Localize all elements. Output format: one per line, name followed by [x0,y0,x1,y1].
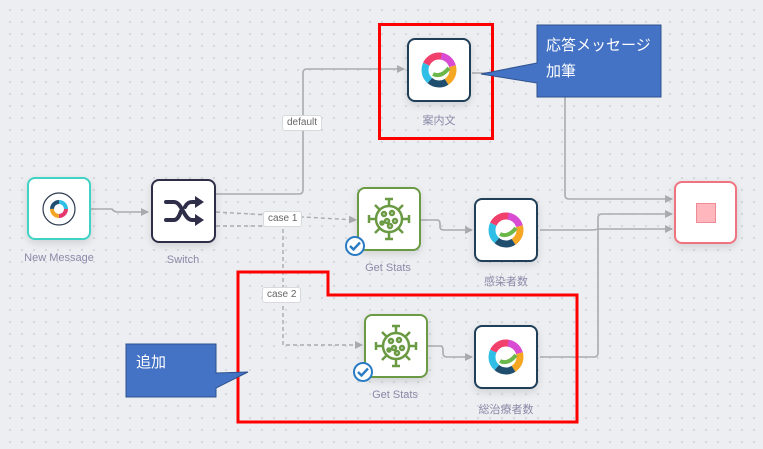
webex-icon [488,339,524,375]
validated-check-icon [345,236,365,256]
wire-recovered-end [540,210,673,358]
wire-newmessage-switch [91,208,149,216]
callout-top-text: 応答メッセージ 加筆 [546,32,651,84]
callout-top-line1: 応答メッセージ [546,36,651,54]
wire-guide-end [472,72,673,203]
node-label-switch: Switch [166,254,200,266]
virus-icon [367,197,411,241]
node-guide-text[interactable] [407,38,471,102]
callout-bottom-line: 追加 [136,353,167,371]
callout-bottom-shape [125,343,249,398]
validated-check-icon [353,362,373,382]
node-label-recovered-count: 総治療者数 [478,404,534,416]
node-new-message[interactable] [27,177,91,240]
wire-switch-default [216,65,405,195]
node-label-guide-text: 案内文 [422,115,456,127]
node-label-new-message: New Message [24,252,94,264]
highlight-box-guide [378,23,494,140]
node-label-infected-count: 感染者数 [484,276,528,288]
edge-label-case2[interactable]: case 2 [262,287,302,303]
wire-getstats1-infected [420,219,473,234]
callout-top-shape [480,24,662,98]
webex-bot-icon [42,191,76,226]
webex-icon [421,52,457,88]
stop-icon [695,202,716,223]
node-label-get-stats-2: Get Stats [372,389,418,401]
edge-label-case1[interactable]: case 1 [263,211,303,227]
node-get-stats-2[interactable] [364,314,428,378]
edge-label-default[interactable]: default [282,115,323,131]
wire-getstats2-recovered [428,345,473,361]
node-end[interactable] [674,181,737,244]
node-label-get-stats-1: Get Stats [365,262,411,274]
virus-icon [374,324,418,368]
node-infected-count[interactable] [474,198,538,262]
callout-bottom-text: 追加 [136,349,166,375]
node-recovered-count[interactable] [474,325,538,389]
node-switch[interactable] [151,179,216,243]
node-get-stats-1[interactable] [357,187,421,251]
webex-icon [488,212,524,248]
callout-top-line2: 加筆 [546,62,577,80]
shuffle-icon [163,196,204,226]
wire-switch-case2 [216,225,363,349]
